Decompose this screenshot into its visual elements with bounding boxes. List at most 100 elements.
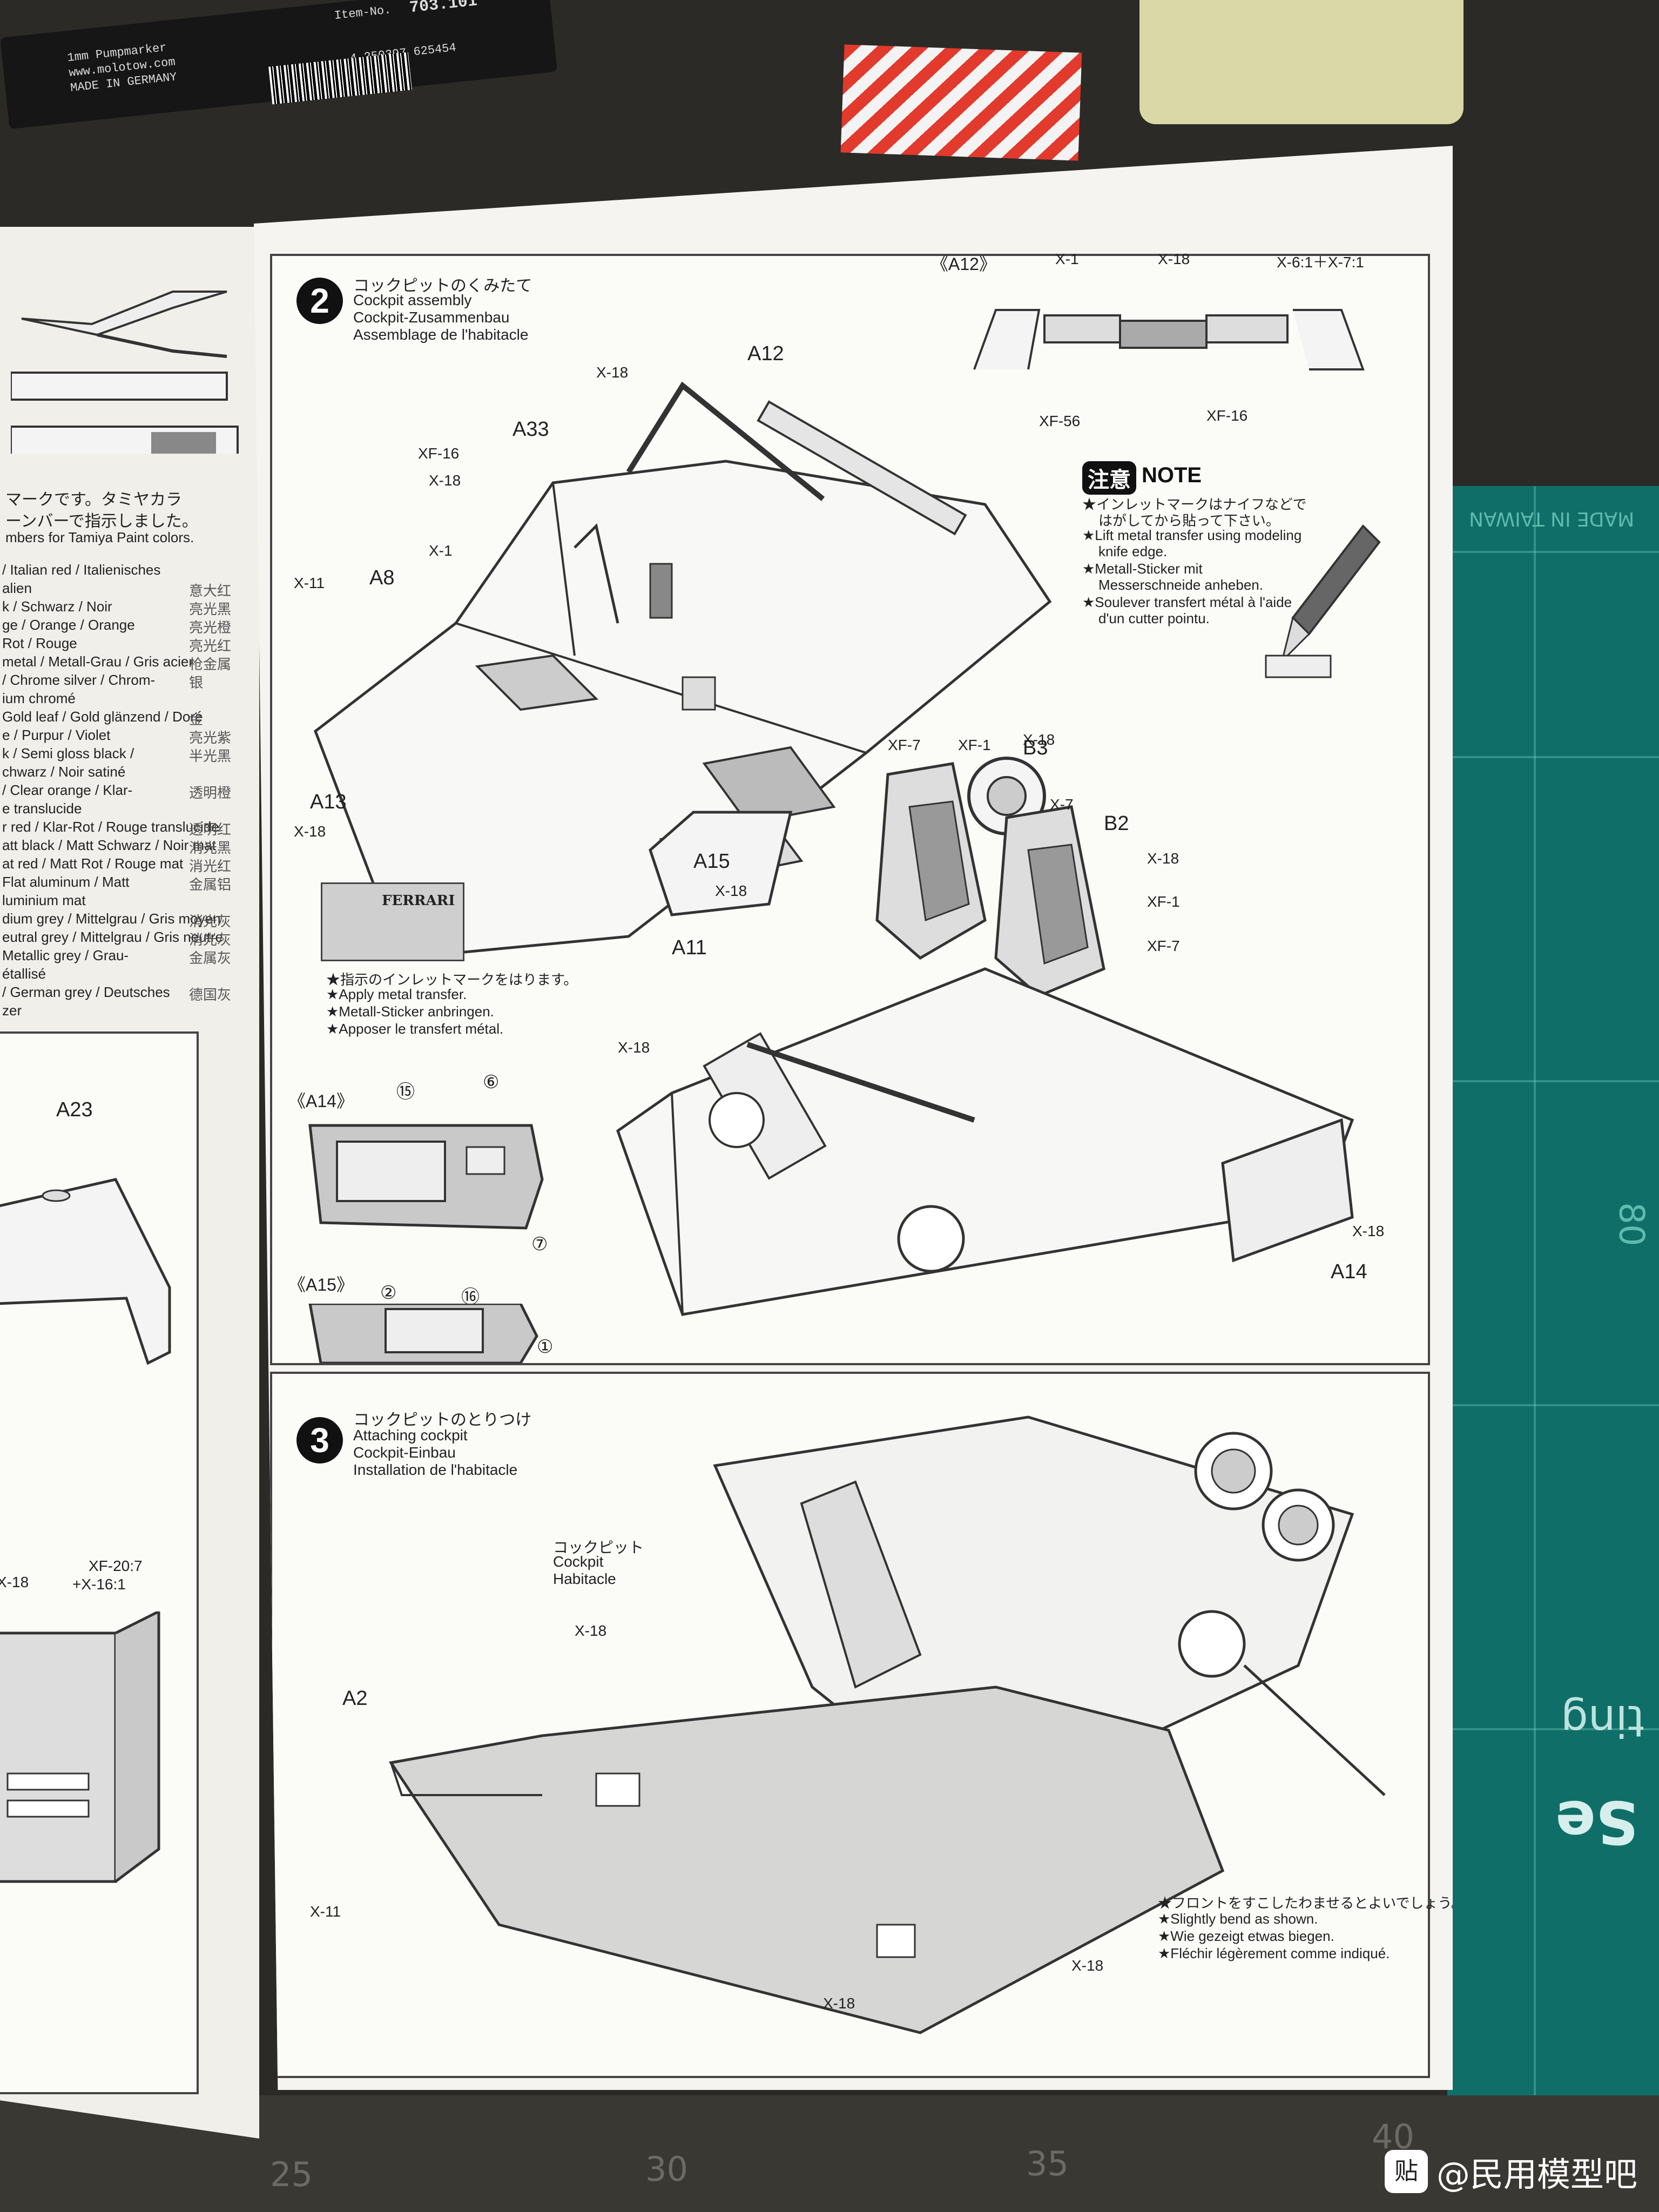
a14-door-panel-illustration xyxy=(308,1124,544,1230)
note-title: NOTE xyxy=(1142,463,1202,487)
tools-illustration xyxy=(11,291,239,454)
a14-paint-x18: X-18 xyxy=(1352,1223,1385,1239)
paint-list-item: chwarz / Noir satiné xyxy=(2,764,126,780)
cutting-mat: MADE IN TAIWAN 80 ting Se xyxy=(1447,486,1659,2212)
part-label-a8: A8 xyxy=(369,567,395,589)
paint-list-handwritten-note: 消光灰 xyxy=(189,932,232,948)
part-label-a11: A11 xyxy=(672,936,707,959)
paint-list-item: luminium mat xyxy=(2,892,86,908)
part-label-x18: X-18 xyxy=(0,1574,29,1590)
paint-label-x18-top: X-18 xyxy=(596,364,629,381)
cockpit-label-jp: コックピット xyxy=(553,1539,644,1556)
part-label-x161: +X-16:1 xyxy=(72,1576,126,1593)
table-bottom: 25 30 35 40 xyxy=(0,2095,1659,2212)
step3-note-en: ★Slightly bend as shown. xyxy=(1158,1911,1318,1927)
mat-side-text: ting xyxy=(1561,1696,1645,1746)
paint-list-item: e translucide xyxy=(2,800,82,817)
part-label-a23: A23 xyxy=(56,1098,93,1121)
seat-paint-xf1-right: XF-1 xyxy=(1147,893,1180,910)
note-line-8: d'un cutter pointu. xyxy=(1098,610,1210,626)
detail-a14-title: 《A14》 xyxy=(288,1091,354,1111)
cockpit-label-fr: Habitacle xyxy=(553,1570,616,1587)
step3-paint-x11: X-11 xyxy=(310,1903,341,1920)
hood-part-illustration xyxy=(0,1178,171,1365)
paint-list-item: alien xyxy=(2,580,32,596)
paint-label-x18-mid: X-18 xyxy=(429,472,461,489)
note-line-2: はがしてから貼って下さい。 xyxy=(1098,512,1280,529)
intro-line-3: mbers for Tamiya Paint colors. xyxy=(5,529,194,545)
mat-number-80: 80 xyxy=(1611,1202,1651,1246)
intro-line-2: ーンバーで指示しました。 xyxy=(5,512,198,530)
detail-a14-callout-6: ⑥ xyxy=(483,1072,500,1092)
glue-bottle xyxy=(1139,0,1464,124)
step3-title-jp: コックピットのとりつけ xyxy=(353,1411,532,1429)
step2-title-jp: コックピットのくみたて xyxy=(353,277,532,295)
paint-list-handwritten-note: 金 xyxy=(189,712,204,728)
paint-marker: 1mm Pumpmarker www.molotow.com MADE IN G… xyxy=(0,0,558,130)
paint-list-handwritten-note: 银 xyxy=(189,675,204,691)
sticker-brand-text: FERRARI xyxy=(382,893,455,909)
metal-transfer-sheet: FERRARI xyxy=(321,882,464,961)
paint-list-handwritten-note: 消光黑 xyxy=(189,840,232,857)
watermark-icon: 贴 xyxy=(1384,2150,1428,2193)
detail-a12-xf16: XF-16 xyxy=(1206,407,1248,424)
paint-list-item: / Chrome silver / Chrom- xyxy=(2,672,156,688)
engine-part-illustration xyxy=(0,1611,160,1883)
mat-made-in-taiwan: MADE IN TAIWAN xyxy=(1469,508,1635,530)
note-line-4: knife edge. xyxy=(1098,543,1168,559)
note-line-5: ★Metall-Sticker mit xyxy=(1082,561,1203,577)
paint-list-item: dium grey / Mittelgrau / Gris moyen xyxy=(2,911,221,927)
transfer-note-de: ★Metall-Sticker anbringen. xyxy=(326,1003,494,1020)
knife-illustration xyxy=(1265,524,1381,678)
paint-list-handwritten-note: 亮光黑 xyxy=(189,602,232,618)
step2-title-de: Cockpit-Zusammenbau xyxy=(353,309,510,326)
step2-panel: 2 コックピットのくみたて Cockpit assembly Cockpit-Z… xyxy=(270,251,1430,1365)
part-label-b3: B3 xyxy=(1023,737,1048,759)
part-label-a12: A12 xyxy=(747,342,784,365)
note-line-6: Messerschneide anheben. xyxy=(1098,577,1263,593)
paint-list-item: / Italian red / Italienisches xyxy=(2,562,161,578)
paint-list-item: Gold leaf / Gold glänzend / Doré xyxy=(2,709,203,725)
step3-paint-x18-bottom: X-18 xyxy=(823,1995,855,2012)
seat-paint-x7: X-7 xyxy=(1050,796,1074,813)
marker-item-no-label: Item-No. xyxy=(333,3,392,23)
seat-paint-xf7-top: XF-7 xyxy=(888,737,921,753)
ruler-number-25: 25 xyxy=(270,2155,313,2194)
detail-a12-x18: X-18 xyxy=(1158,251,1190,267)
step3-title-de: Cockpit-Einbau xyxy=(353,1444,456,1461)
seat-paint-x18-right: X-18 xyxy=(1147,850,1179,867)
seat-paint-xf1-top: XF-1 xyxy=(958,737,991,753)
cockpit-install-illustration xyxy=(388,1415,1386,2034)
paint-list-item: at red / Matt Rot / Rouge mat xyxy=(2,855,184,872)
cockpit-chassis-illustration xyxy=(314,381,1052,960)
a12-steering-rack-illustration xyxy=(973,309,1365,370)
note-line-1: ★インレットマークはナイフなどで xyxy=(1082,496,1307,512)
step1-panel: A23 X-18 XF-20:7 +X-16:1 xyxy=(0,1031,199,2094)
step3-note-fr: ★Fléchir légèrement comme indiqué. xyxy=(1158,1945,1390,1961)
part-label-a2: A2 xyxy=(342,1687,368,1710)
paint-list-handwritten-note: 透明橙 xyxy=(189,785,232,801)
step2-number: 2 xyxy=(296,278,343,324)
left-page: マークです。タミヤカラ ーンバーで指示しました。 mbers for Tamiy… xyxy=(0,227,259,2139)
part-label-a13: A13 xyxy=(310,791,347,813)
paint-list-item: Flat aluminum / Matt xyxy=(2,874,130,890)
paint-list-item: / German grey / Deutsches xyxy=(2,984,170,1000)
paint-list-item: k / Semi gloss black / xyxy=(2,745,134,761)
note-line-7: ★Soulever transfert métal à l'aide xyxy=(1082,594,1292,610)
paint-list-handwritten-note: 金属灰 xyxy=(189,950,232,967)
paint-list-handwritten-note: 金属铝 xyxy=(189,877,232,893)
step2-title-fr: Assemblage de l'habitacle xyxy=(353,326,529,343)
step3-note-de: ★Wie gezeigt etwas biegen. xyxy=(1158,1928,1334,1944)
detail-a12-x1: X-1 xyxy=(1055,251,1079,267)
right-page: 2 コックピットのくみたて Cockpit assembly Cockpit-Z… xyxy=(254,146,1453,2090)
part-label-xf207: XF-20:7 xyxy=(89,1557,143,1574)
seats-assembly-illustration xyxy=(616,762,1354,1316)
paint-list-item: / Clear orange / Klar- xyxy=(2,782,133,798)
part-label-a14: A14 xyxy=(1331,1260,1367,1283)
paint-list-handwritten-note: 枪金属 xyxy=(189,657,232,673)
paint-list-item: ge / Orange / Orange xyxy=(2,617,135,633)
paint-list-handwritten-note: 亮光紫 xyxy=(189,730,232,746)
seat-paint-x18-top: X-18 xyxy=(1023,731,1055,748)
a15-paint-x18: X-18 xyxy=(715,882,747,899)
cockpit-label-de: Cockpit xyxy=(553,1553,604,1570)
